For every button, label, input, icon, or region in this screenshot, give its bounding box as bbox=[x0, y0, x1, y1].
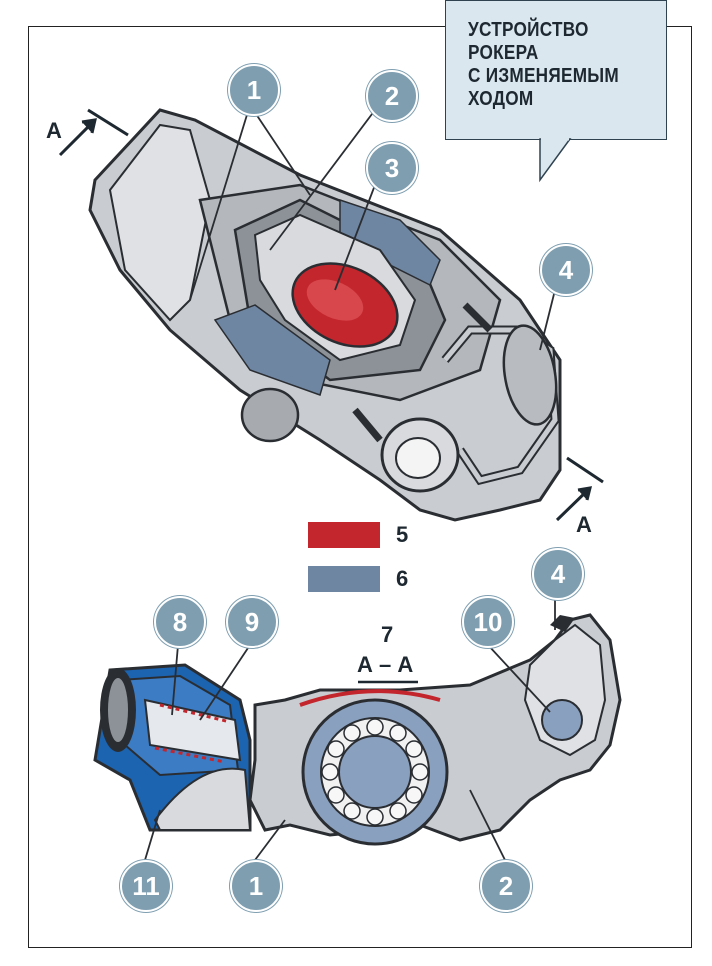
badge-part-3: 3 bbox=[366, 142, 418, 194]
badge-part-10: 10 bbox=[462, 596, 514, 648]
badge-part-4-bottom: 4 bbox=[532, 548, 584, 600]
badge-part-9: 9 bbox=[226, 596, 278, 648]
leader-lines-top bbox=[189, 104, 556, 351]
figure-frame bbox=[28, 26, 692, 948]
badge-part-2-bottom: 2 bbox=[480, 860, 532, 912]
title-callout: УСТРОЙСТВО РОКЕРА С ИЗМЕНЯЕМЫМ ХОДОМ bbox=[445, 0, 667, 140]
badge-part-1-bottom: 1 bbox=[230, 860, 282, 912]
legend-number-6: 6 bbox=[396, 566, 409, 591]
section-mark-upper bbox=[58, 108, 129, 157]
rocker-top-view bbox=[88, 108, 562, 522]
legend-swatch-blue bbox=[308, 566, 380, 592]
badge-part-1-top: 1 bbox=[228, 64, 280, 116]
badge-part-8: 8 bbox=[154, 596, 206, 648]
rocker-section-view bbox=[93, 613, 622, 846]
legend-number-5: 5 bbox=[396, 522, 409, 547]
figure-title: УСТРОЙСТВО РОКЕРА С ИЗМЕНЯЕМЫМ ХОДОМ bbox=[468, 19, 619, 110]
section-view-number: 7 bbox=[381, 622, 394, 647]
leader-lines-bottom bbox=[144, 598, 556, 861]
legend-swatch-red bbox=[308, 522, 380, 548]
section-letter-lower: А bbox=[576, 512, 592, 537]
section-letter-upper: А bbox=[46, 118, 62, 143]
badge-part-11: 11 bbox=[120, 860, 172, 912]
badge-part-4-top: 4 bbox=[540, 244, 592, 296]
section-mark-lower bbox=[555, 456, 604, 522]
badge-part-2-top: 2 bbox=[366, 70, 418, 122]
section-view-label: А – А bbox=[357, 652, 414, 677]
